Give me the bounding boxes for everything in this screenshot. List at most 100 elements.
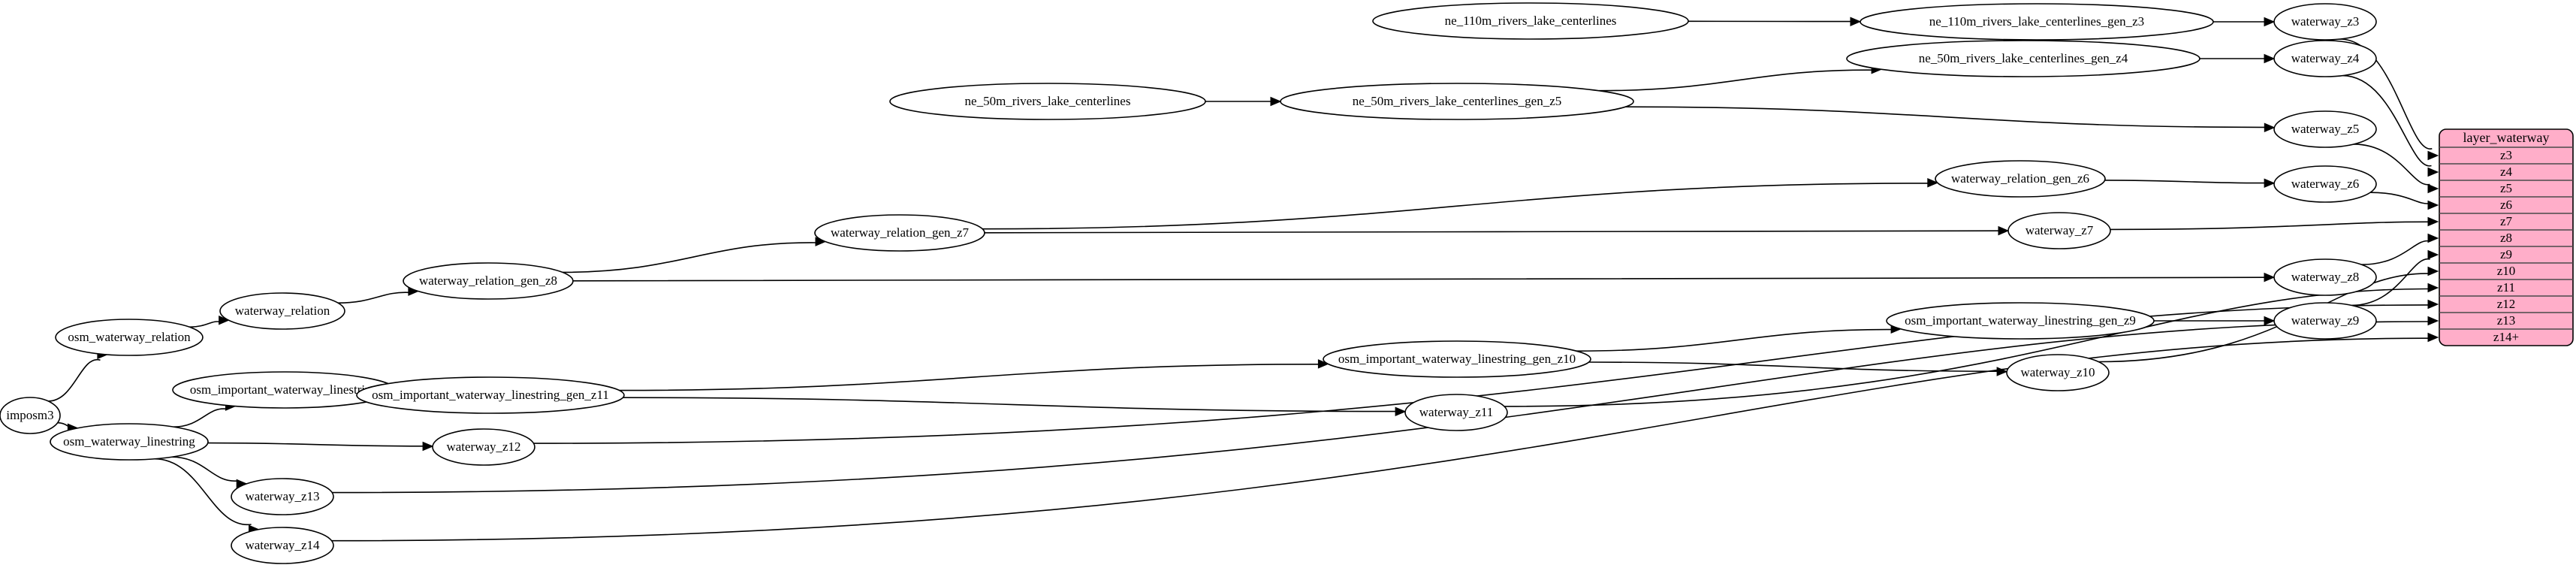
edge-waterway_z7-to-layer_waterway-z7 xyxy=(2110,221,2430,231)
edge-arrowhead xyxy=(1395,406,1407,417)
edge-arrowhead xyxy=(1927,178,1939,188)
edge-layer xyxy=(48,17,2439,542)
layer-waterway-box xyxy=(2439,128,2574,346)
edge-waterway_relation-to-waterway_relation_gen_z8 xyxy=(338,292,410,304)
edge-arrowhead xyxy=(2427,216,2439,227)
edge-osm_important_waterway_linestring_gen_z10-to-waterway_z10 xyxy=(1588,361,1998,373)
node-waterway_z14[interactable]: waterway_z14 xyxy=(231,527,334,564)
layer-waterway-row-z4[interactable]: z4 xyxy=(2500,165,2513,179)
node-label-imposm3: imposm3 xyxy=(6,408,53,422)
layer-waterway-row-z7[interactable]: z7 xyxy=(2500,214,2513,228)
layer-waterway-row-z11[interactable]: z11 xyxy=(2497,280,2515,295)
node-osm_waterway_linestring[interactable]: osm_waterway_linestring xyxy=(50,423,209,461)
node-shape-waterway_z6 xyxy=(2273,165,2377,203)
edge-waterway_z8-to-layer_waterway-z8 xyxy=(2361,240,2430,265)
node-waterway_z8[interactable]: waterway_z8 xyxy=(2273,258,2377,296)
node-shape-ne_50m_rivers_lake_centerlines xyxy=(889,83,1206,120)
edge-waterway_z12-to-layer_waterway-z12 xyxy=(533,304,2430,444)
node-label-osm_waterway_relation: osm_waterway_relation xyxy=(68,330,191,344)
edge-arrowhead xyxy=(2427,316,2439,326)
node-label-ne_50m_rivers_lake_centerlines_gen_z5: ne_50m_rivers_lake_centerlines_gen_z5 xyxy=(1353,94,1562,108)
node-imposm3[interactable]: imposm3 xyxy=(0,397,61,434)
node-waterway_z11[interactable]: waterway_z11 xyxy=(1404,394,1508,431)
node-shape-osm_important_waterway_linestring_gen_z10 xyxy=(1323,340,1591,378)
node-waterway_z9[interactable]: waterway_z9 xyxy=(2273,302,2377,340)
edge-arrowhead xyxy=(1998,225,2010,236)
node-osm_waterway_relation[interactable]: osm_waterway_relation xyxy=(55,319,204,356)
node-waterway_z13[interactable]: waterway_z13 xyxy=(231,478,334,515)
node-waterway_z10[interactable]: waterway_z10 xyxy=(2006,354,2110,391)
node-waterway_z5[interactable]: waterway_z5 xyxy=(2273,110,2377,148)
edge-arrowhead xyxy=(2264,122,2276,133)
node-ne_50m_rivers_lake_centerlines_gen_z5[interactable]: ne_50m_rivers_lake_centerlines_gen_z5 xyxy=(1280,83,1634,120)
node-shape-osm_waterway_relation xyxy=(55,319,204,356)
node-waterway_z3[interactable]: waterway_z3 xyxy=(2273,3,2377,41)
node-waterway_relation_gen_z6[interactable]: waterway_relation_gen_z6 xyxy=(1935,160,2106,198)
edge-arrowhead xyxy=(2264,17,2276,27)
node-ne_50m_rivers_lake_centerlines[interactable]: ne_50m_rivers_lake_centerlines xyxy=(889,83,1206,120)
edge-ne_50m_rivers_lake_centerlines_gen_z5-to-ne_50m_rivers_lake_centerlines_gen_z4 xyxy=(1598,69,1873,92)
edge-osm_waterway_linestring-to-osm_important_waterway_linestring xyxy=(173,408,228,428)
layer-waterway-row-z8[interactable]: z8 xyxy=(2500,231,2512,245)
node-label-waterway_z3: waterway_z3 xyxy=(2291,14,2360,29)
node-shape-waterway_z10 xyxy=(2006,354,2110,391)
edge-waterway_z14-to-layer_waterway-z14- xyxy=(331,337,2430,542)
layer-waterway-row-z5[interactable]: z5 xyxy=(2500,181,2512,195)
edge-waterway_relation_gen_z8-to-waterway_z8 xyxy=(572,276,2266,282)
node-label-waterway_z8: waterway_z8 xyxy=(2291,270,2360,284)
node-label-waterway_z5: waterway_z5 xyxy=(2291,122,2360,136)
node-waterway_z7[interactable]: waterway_z7 xyxy=(2007,212,2111,249)
node-label-osm_waterway_linestring: osm_waterway_linestring xyxy=(63,434,195,449)
node-label-waterway_relation_gen_z6: waterway_relation_gen_z6 xyxy=(1951,171,2089,186)
layer-waterway-row-z10[interactable]: z10 xyxy=(2497,264,2516,278)
node-waterway_relation[interactable]: waterway_relation xyxy=(219,292,345,330)
layer-waterway-row-z6[interactable]: z6 xyxy=(2500,198,2512,212)
edge-arrowhead xyxy=(2427,266,2439,276)
edge-ne_50m_rivers_lake_centerlines_gen_z5-to-waterway_z5 xyxy=(1625,106,2266,128)
node-shape-osm_important_waterway_linestring_gen_z9 xyxy=(1886,302,2155,340)
node-osm_important_waterway_linestring_gen_z11[interactable]: osm_important_waterway_linestring_gen_z1… xyxy=(356,376,625,414)
edge-osm_waterway_linestring-to-waterway_z13 xyxy=(171,456,239,482)
node-label-waterway_z9: waterway_z9 xyxy=(2291,313,2360,328)
node-waterway_relation_gen_z8[interactable]: waterway_relation_gen_z8 xyxy=(403,262,574,300)
edge-osm_important_waterway_linestring_gen_z11-to-waterway_z11 xyxy=(623,397,1397,412)
node-label-waterway_z10: waterway_z10 xyxy=(2020,365,2095,379)
node-label-waterway_z13: waterway_z13 xyxy=(245,489,319,503)
node-label-waterway_z7: waterway_z7 xyxy=(2026,223,2094,237)
edge-arrowhead xyxy=(2427,150,2439,161)
node-waterway_z12[interactable]: waterway_z12 xyxy=(432,428,535,466)
node-osm_important_waterway_linestring_gen_z10[interactable]: osm_important_waterway_linestring_gen_z1… xyxy=(1323,340,1591,378)
node-ne_50m_rivers_lake_centerlines_gen_z4[interactable]: ne_50m_rivers_lake_centerlines_gen_z4 xyxy=(1846,40,2200,77)
node-waterway_z4[interactable]: waterway_z4 xyxy=(2273,40,2377,77)
layer-waterway-row-z14plus[interactable]: z14+ xyxy=(2493,330,2519,344)
node-ne_110m_rivers_lake_centerlines_gen_z3[interactable]: ne_110m_rivers_lake_centerlines_gen_z3 xyxy=(1860,3,2214,41)
node-waterway_z6[interactable]: waterway_z6 xyxy=(2273,165,2377,203)
node-label-osm_important_waterway_linestring: osm_important_waterway_linestring xyxy=(190,382,379,397)
edge-waterway_z6-to-layer_waterway-z6 xyxy=(2370,192,2430,204)
node-shape-waterway_relation xyxy=(219,292,345,330)
edge-waterway_relation_gen_z8-to-waterway_relation_gen_z7 xyxy=(562,242,817,273)
node-label-waterway_z6: waterway_z6 xyxy=(2291,177,2360,191)
layer-waterway-row-z12[interactable]: z12 xyxy=(2497,297,2516,311)
edge-osm_important_waterway_linestring_gen_z10-to-osm_important_waterway_linestring_gen_z9 xyxy=(1576,328,1893,352)
node-shape-waterway_z11 xyxy=(1404,394,1508,431)
edge-arrowhead xyxy=(2427,233,2439,243)
node-shape-waterway_z9 xyxy=(2273,302,2377,340)
node-ne_110m_rivers_lake_centerlines[interactable]: ne_110m_rivers_lake_centerlines xyxy=(1372,2,1689,40)
layer-waterway-row-z13[interactable]: z13 xyxy=(2497,313,2516,328)
node-shape-waterway_z14 xyxy=(231,527,334,564)
edge-osm_waterway_relation-to-waterway_relation xyxy=(189,321,220,328)
node-label-waterway_z11: waterway_z11 xyxy=(1419,405,1494,419)
node-waterway_relation_gen_z7[interactable]: waterway_relation_gen_z7 xyxy=(814,214,985,252)
edge-arrowhead xyxy=(2264,53,2276,64)
node-shape-waterway_z4 xyxy=(2273,40,2377,77)
layer-waterway-row-z3[interactable]: z3 xyxy=(2500,148,2512,162)
node-shape-osm_waterway_linestring xyxy=(50,423,209,461)
edge-arrowhead xyxy=(2427,183,2439,194)
layer-waterway-row-z9[interactable]: z9 xyxy=(2500,247,2512,261)
node-label-waterway_z12: waterway_z12 xyxy=(446,440,520,454)
node-shape-ne_110m_rivers_lake_centerlines_gen_z3 xyxy=(1860,3,2214,41)
node-shape-imposm3 xyxy=(0,397,61,434)
node-osm_important_waterway_linestring_gen_z9[interactable]: osm_important_waterway_linestring_gen_z9 xyxy=(1886,302,2155,340)
node-osm_important_waterway_linestring[interactable]: osm_important_waterway_linestring xyxy=(172,371,396,409)
